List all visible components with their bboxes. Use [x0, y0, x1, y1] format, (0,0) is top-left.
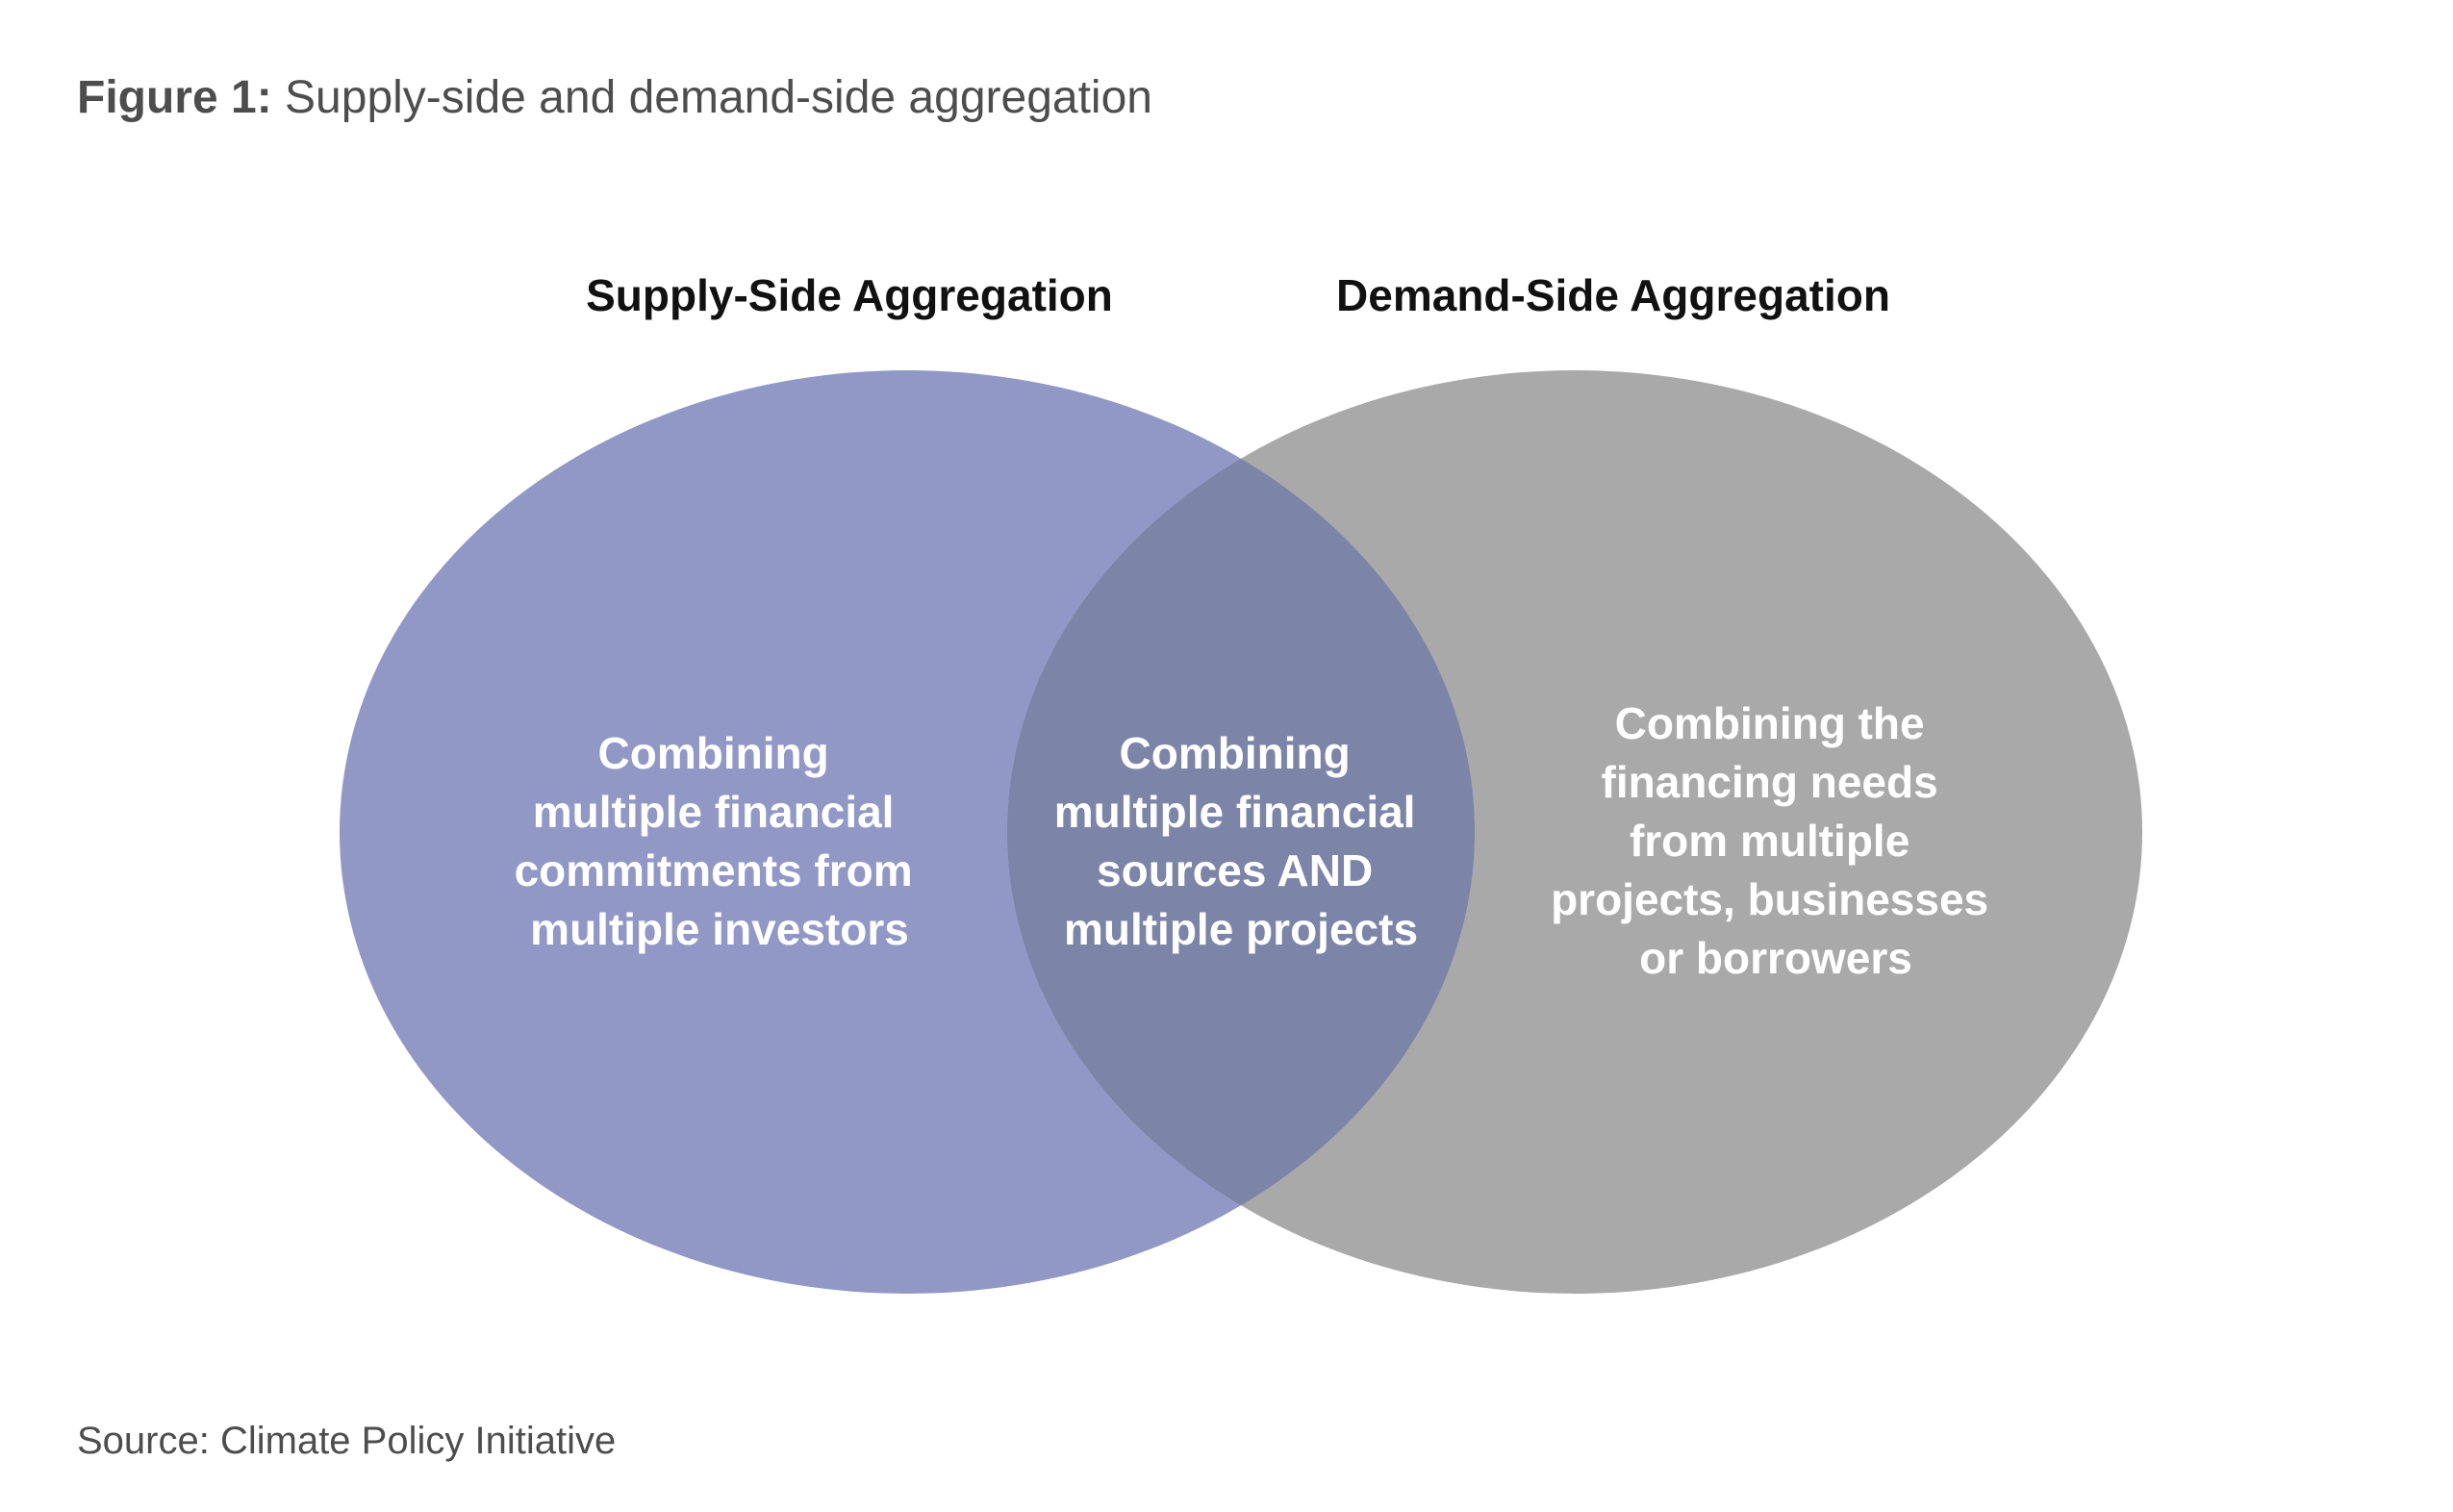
supply-side-line-1: Combining	[598, 728, 829, 778]
demand-side-line-5: or borrowers	[1639, 933, 1912, 983]
intersection-line-2: multiple financial	[1054, 787, 1416, 837]
demand-side-title: Demand-Side Aggregation	[1336, 270, 1890, 320]
intersection-line-1: Combining	[1120, 728, 1351, 778]
supply-side-description: Combining multiple financial commitments…	[515, 728, 925, 954]
demand-side-line-1: Combining the	[1615, 698, 1925, 748]
supply-side-line-3: commitments from	[515, 845, 913, 895]
intersection-line-4: multiple projects	[1064, 904, 1418, 954]
source-note: Source: Climate Policy Initiative	[77, 1420, 617, 1462]
figure-label: Figure 1:	[77, 72, 272, 123]
intersection-region	[1007, 370, 1475, 1294]
supply-side-line-2: multiple financial	[533, 787, 895, 837]
demand-side-line-2: financing needs	[1602, 757, 1938, 807]
supply-side-line-4: multiple investors	[530, 904, 909, 954]
demand-side-description: Combining the financing needs from multi…	[1551, 698, 2001, 983]
demand-side-line-3: from multiple	[1630, 816, 1909, 866]
figure-caption: Supply-side and demand-side aggregation	[285, 72, 1152, 123]
demand-side-line-4: projects, businesses	[1551, 874, 1988, 924]
figure-title: Figure 1: Supply-side and demand-side ag…	[77, 71, 1152, 124]
intersection-line-3: sources AND	[1097, 845, 1373, 895]
intersection-description: Combining multiple financial sources AND…	[1054, 728, 1429, 954]
supply-side-title: Supply-Side Aggregation	[586, 270, 1113, 320]
